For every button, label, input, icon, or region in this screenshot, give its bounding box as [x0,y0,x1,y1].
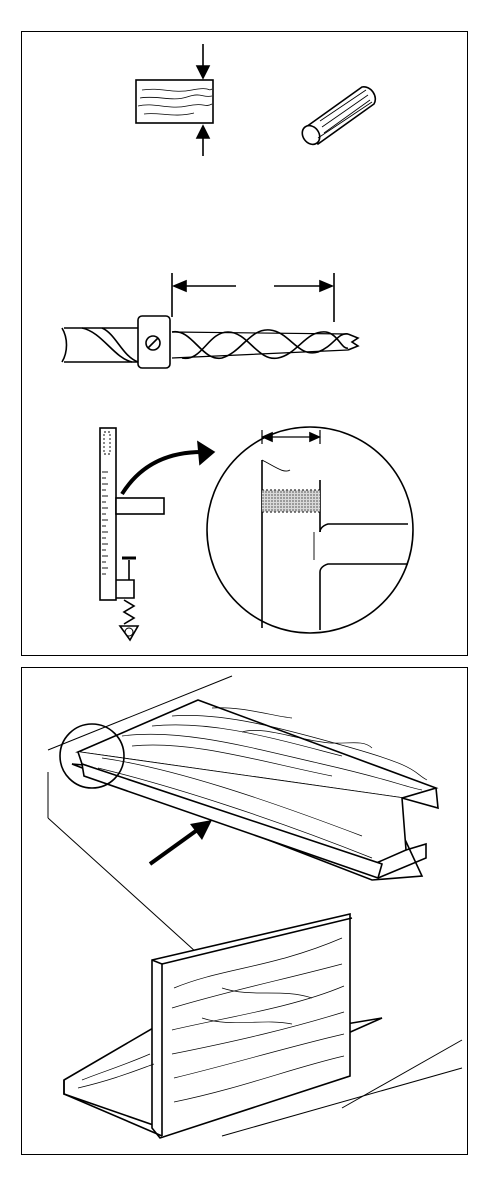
clamp-gauge-figure [100,428,214,640]
clamp-lower-jaw [116,580,134,598]
top-illustration-panel [21,31,468,656]
dowel-pin-figure [299,87,376,148]
magnifier-circle [207,427,413,633]
bottom-panel-drawing [22,668,469,1156]
gauge-slider-jaw [116,498,164,514]
board-end-block [136,80,213,123]
board-thickness-figure [136,44,213,156]
wood-grain-line [142,89,212,92]
magnify-arrow [122,452,202,494]
upright-board [152,914,350,1138]
drill-tip [348,334,358,350]
drill-bit-figure [62,273,358,368]
push-direction-arrow [150,820,212,864]
top-panel-drawing [22,32,469,657]
clamp-screw [124,600,134,624]
drill-shank [64,328,138,362]
stacked-boards-figure [70,700,438,880]
bottom-illustration-panel [21,667,468,1155]
magnified-detail-figure [207,427,413,633]
